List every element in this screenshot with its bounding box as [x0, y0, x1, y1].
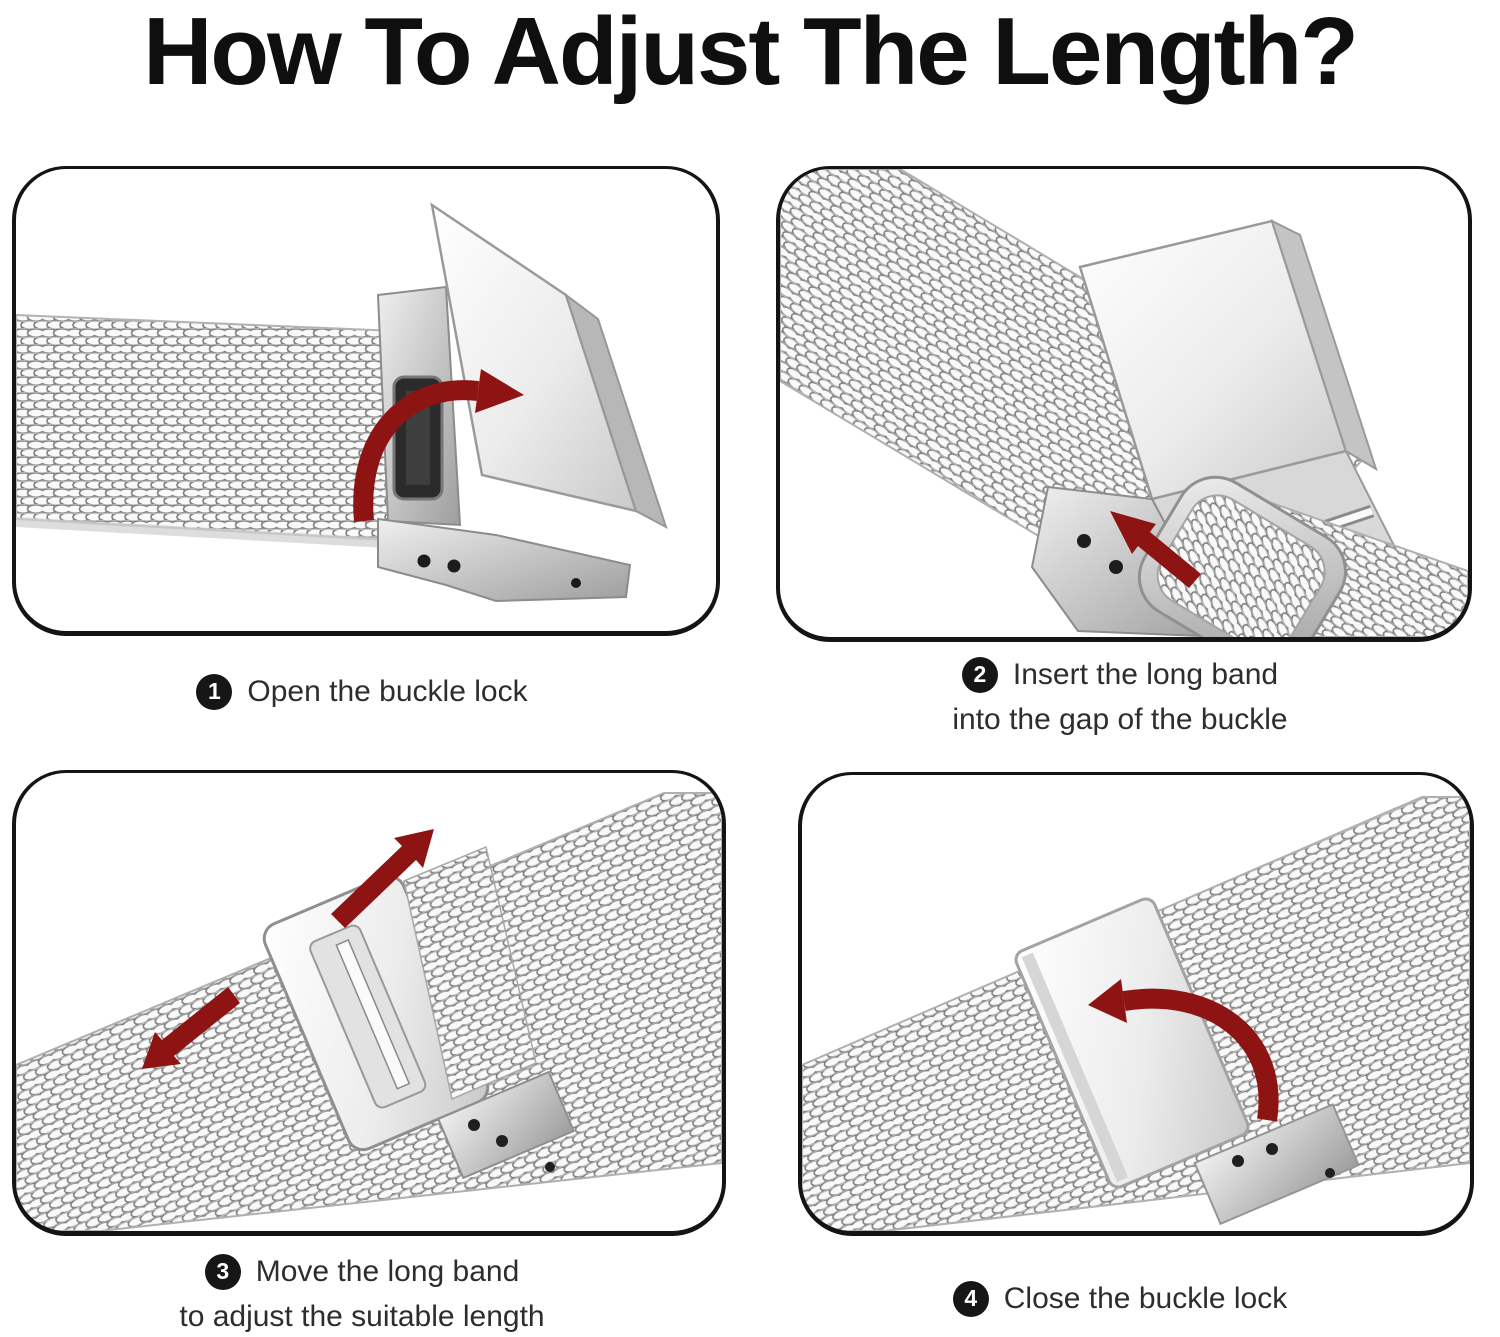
page-title: How To Adjust The Length?	[143, 0, 1359, 105]
band-tip	[1137, 475, 1468, 637]
screw-hole	[545, 1162, 555, 1172]
step-caption-text-line2: into the gap of the buckle	[952, 702, 1288, 736]
caption-line: 3 Move the long band	[204, 1253, 520, 1291]
step3-illustration	[16, 792, 722, 1231]
step-number-badge: 3	[204, 1253, 241, 1290]
step-caption-text: Close the buckle lock	[1003, 1282, 1288, 1315]
buckle-bracket	[1193, 1103, 1360, 1226]
clasp-bracket	[436, 1070, 576, 1180]
screw-hole	[1077, 534, 1091, 548]
step1-illustration	[16, 202, 668, 603]
step-caption-4: 4 Close the buckle lock	[820, 1280, 1420, 1318]
rotate-close-arrow-icon	[1088, 979, 1279, 1122]
clasp-pin	[335, 939, 411, 1090]
slide-down-arrow-icon	[142, 987, 240, 1069]
buckle-foot	[377, 517, 632, 603]
step-panel-3	[12, 770, 726, 1236]
caption-line: 2 Insert the long band	[961, 656, 1279, 694]
screw-hole	[496, 1135, 508, 1147]
screw-hole	[1109, 560, 1123, 574]
step-caption-2: 2 Insert the long band into the gap of th…	[820, 656, 1420, 738]
step-panel-2	[776, 166, 1472, 642]
rotate-open-arrow-icon	[353, 369, 524, 522]
buckle-open-lid	[1078, 219, 1378, 501]
step-number-badge: 4	[952, 1280, 989, 1317]
screw-hole	[1266, 1143, 1278, 1155]
step-number-badge: 1	[196, 673, 233, 710]
insert-direction-arrow-icon	[1110, 511, 1201, 588]
caption-line: 4 Close the buckle lock	[952, 1280, 1288, 1318]
buckle-open-lid	[430, 202, 668, 530]
step-caption-text-line2: to adjust the suitable length	[179, 1299, 545, 1333]
caption-line: 1 Open the buckle lock	[196, 673, 528, 711]
step-caption-1: 1 Open the buckle lock	[62, 673, 662, 711]
step-number-badge: 2	[961, 656, 998, 693]
clasp-frame	[262, 845, 537, 1152]
step-panel-4	[798, 772, 1474, 1236]
step4-illustration	[802, 796, 1470, 1231]
screw-hole	[468, 1119, 480, 1131]
step2-illustration	[780, 169, 1468, 637]
step-caption-text: Move the long band	[255, 1255, 520, 1288]
screw-hole	[1232, 1155, 1244, 1167]
band-fold-over-clasp	[403, 845, 537, 1101]
step-caption-text: Insert the long band	[1012, 658, 1279, 691]
step-caption-3: 3 Move the long band to adjust the suitab…	[62, 1253, 662, 1335]
mesh-band	[16, 313, 406, 549]
slide-up-arrow-icon	[331, 829, 434, 928]
screw-hole	[447, 559, 461, 573]
screw-hole	[417, 554, 431, 568]
screw-hole	[1325, 1168, 1335, 1178]
step-caption-text: Open the buckle lock	[247, 675, 528, 708]
screw-hole	[571, 578, 581, 588]
step-panel-1	[12, 166, 720, 636]
